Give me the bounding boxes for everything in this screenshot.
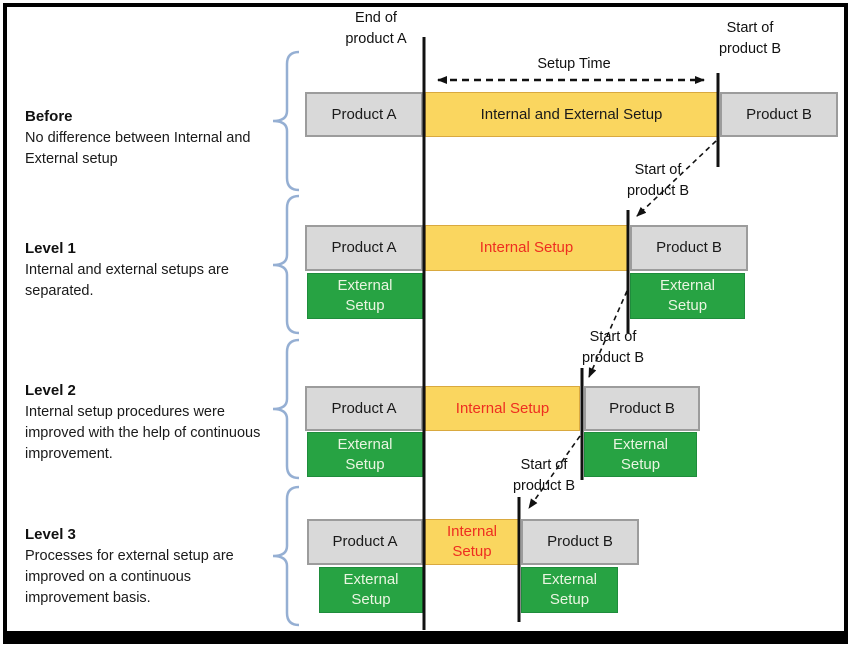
before-label-group: Before No difference between Internal an… [25,106,277,170]
level3-external-setup-a-bar: External Setup [319,567,423,613]
level1-title: Level 1 [25,240,76,257]
level1-description: Internal and external setups are separat… [25,262,229,299]
level2-internal-setup-bar: Internal Setup [425,386,580,431]
level3-description: Processes for external setup are improve… [25,548,234,606]
start-of-product-b-label-level3: Start of product B [512,457,576,494]
before-internal-external-setup-bar: Internal and External Setup [425,92,718,137]
level2-description: Internal setup procedures were improved … [25,404,261,462]
level2-product-b-bar: Product B [584,386,700,431]
level1-external-setup-a-bar: External Setup [307,273,423,319]
level3-external-setup-b-bar: External Setup [521,567,618,613]
level3-product-b-bar: Product B [521,519,639,565]
level3-internal-setup-bar: Internal Setup [425,519,519,565]
start-of-product-b-label-before: Start of product B [718,20,782,57]
level1-external-setup-b-bar: External Setup [630,273,745,319]
level1-internal-setup-bar: Internal Setup [425,225,628,271]
level3-product-a-bar: Product A [307,519,423,565]
end-of-product-a-label: End of product A [345,10,407,47]
before-product-a-bar: Product A [305,92,423,137]
before-product-b-bar: Product B [720,92,838,137]
level2-external-setup-a-bar: External Setup [307,432,423,477]
level2-label-group: Level 2 Internal setup procedures were i… [25,380,277,465]
level2-external-setup-b-bar: External Setup [584,432,697,477]
start-of-product-b-label-level1: Start of product B [626,162,690,199]
setup-time-label: Setup Time [537,56,611,72]
before-description: No difference between Internal and Exter… [25,130,251,167]
level1-label-group: Level 1 Internal and external setups are… [25,238,277,302]
level3-label-group: Level 3 Processes for external setup are… [25,524,277,609]
level2-product-a-bar: Product A [305,386,423,431]
level2-title: Level 2 [25,382,76,399]
start-of-product-b-label-level2: Start of product B [581,329,645,366]
before-title: Before [25,108,73,125]
level1-product-b-bar: Product B [630,225,748,271]
level3-title: Level 3 [25,526,76,543]
level1-product-a-bar: Product A [305,225,423,271]
diagram-border [3,3,848,644]
